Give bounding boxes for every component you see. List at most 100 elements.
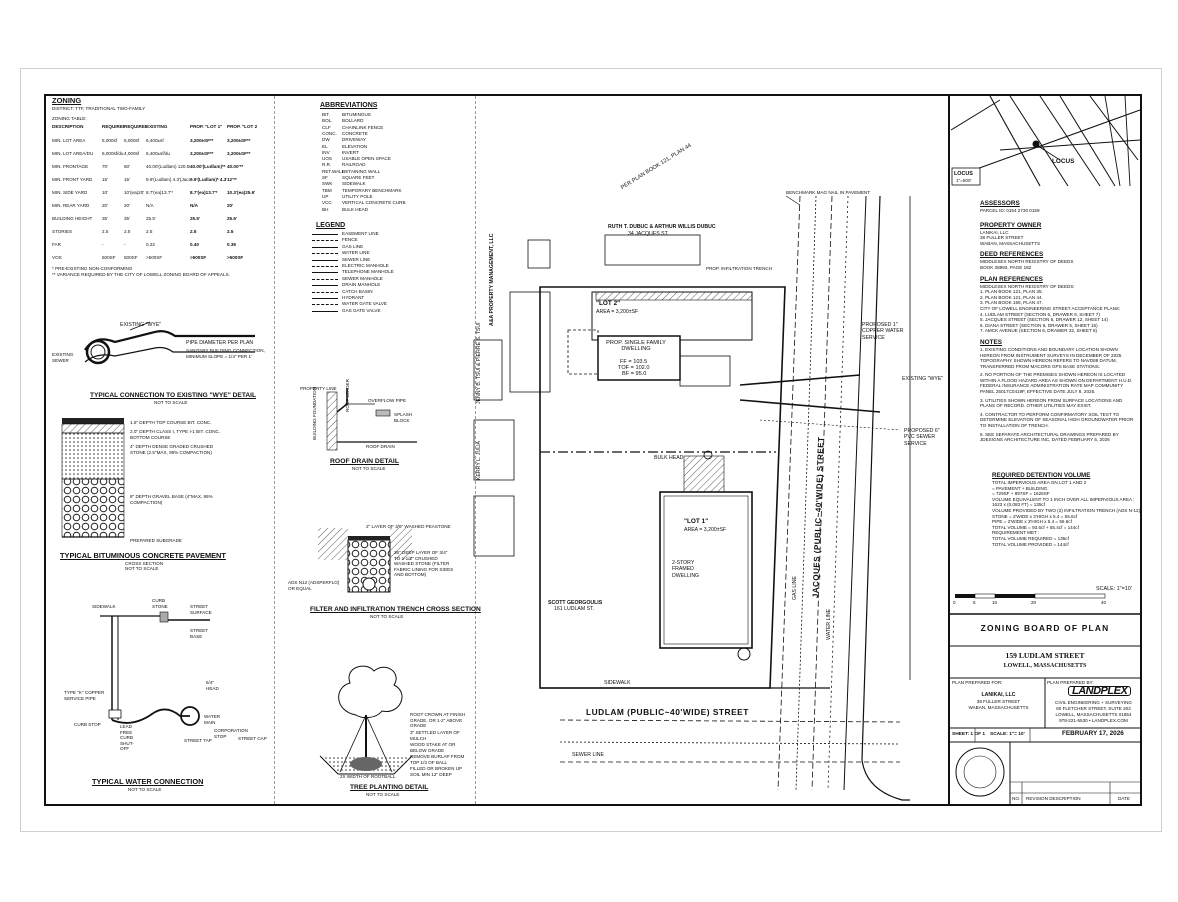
zoning-cell: MIN. REAR YARD	[52, 203, 90, 208]
scale-bar-label: SCALE: 1"=10'	[1096, 586, 1132, 592]
scale-tick-20: 20	[1031, 600, 1037, 605]
address-line-2: LOWELL, MASSACHUSETTS	[1003, 663, 1087, 669]
zoning-cell: 2.5	[102, 229, 109, 234]
proposed-water-label: PROPOSED 1" COPPER WATER SERVICE	[862, 322, 904, 341]
detention-line: TOTAL VOLUME PROVIDED = 144cf	[992, 541, 1069, 547]
sheet-scale: SCALE: 1"= 10'	[990, 732, 1025, 737]
plan-ref-line: MIDDLESEX NORTH REGISTRY OF DEEDS:	[980, 283, 1075, 289]
abbr-code: INV	[322, 149, 330, 155]
detention-line: TOTAL VOLUME = 93.6cf + 55.4cf = 144cf	[992, 524, 1079, 530]
abbr-code: R.R.	[322, 162, 332, 168]
zoning-cell: 10.3'(ea)25.6'	[227, 190, 256, 195]
roof-scale: NOT TO SCALE	[352, 466, 386, 471]
zoning-cell: FAR	[52, 242, 61, 247]
tree-label-root: ROOT CROWN AT FINISH GRADE, OR 1-2" ABOV…	[410, 712, 466, 729]
abbr-code: TBM	[322, 187, 332, 193]
zoning-cell: 20'	[102, 203, 108, 208]
legend-item: SEWER LINE	[342, 256, 371, 262]
plan-ref-line: 5. JACQUES STREET (SECTION 6, DRAWER 12,…	[980, 317, 1109, 323]
legend-line-symbol	[312, 310, 338, 312]
tree-label-soil: FILLED OR BROKEN UP SOIL MIN 12" DEEP	[410, 766, 462, 777]
water-label-shutoff: LEAD FREE CURB SHUT-OFF	[120, 724, 134, 752]
abbr-meaning: CONCRETE	[342, 130, 368, 136]
zoning-cell: 6,000sf	[124, 138, 140, 143]
abbr-meaning: TEMPORARY BENCHMARK	[342, 187, 402, 193]
zoning-cell: MIN. FRONTAGE	[52, 164, 89, 169]
pavement-note-4: 8" DEPTH GRAVEL BASE (4"MAX, 95% COMPACT…	[130, 494, 213, 505]
roof-label-foundation: BUILDING FOUNDATION	[312, 386, 317, 440]
legend-item: ELECTRIC MANHOLE	[342, 263, 389, 268]
zoning-cell: 20'	[124, 203, 130, 208]
abbr-code: DW	[322, 137, 330, 143]
pavement-title: TYPICAL BITUMINOUS CONCRETE PAVEMENT	[60, 551, 226, 560]
zoning-cell: 4,000sf	[124, 151, 140, 156]
zoning-cell: 6,000sf	[102, 138, 118, 143]
trench-label: PROP. INFILTRATION TRENCH	[706, 266, 773, 271]
roof-label-property-line: PROPERTY LINE	[300, 386, 337, 391]
prepared-for-2: 38 FULLER STREET	[976, 699, 1021, 704]
tree-scale: NOT TO SCALE	[366, 792, 400, 797]
abbreviations-title: ABBREVIATIONS	[320, 102, 378, 109]
wye-sanitary-label: SANITARY BUILDING CONNECTION, MINIMUM SL…	[186, 348, 265, 359]
water-label-sidewalk: SIDEWALK	[92, 604, 116, 609]
firm-line-2: 60 FLETCHER STREET, SUITE 202	[1056, 706, 1131, 711]
zoning-cell: 3,200±SF**	[227, 138, 251, 143]
address-line-1: 159 LUDLAM STREET	[1005, 651, 1085, 660]
locus-corner-label: LOCUS	[954, 171, 973, 177]
plan-ref-line: 2. PLAN BOOK 121, PLAN 44.	[980, 294, 1043, 300]
bulkhead-label: BULK HEAD	[654, 455, 684, 461]
revision-desc-header: REVISION DESCRIPTION	[1026, 796, 1081, 801]
column-divider	[274, 96, 275, 804]
water-label-street-base: STREET BASE	[190, 628, 209, 639]
board-title: ZONING BOARD OF PLAN	[980, 623, 1110, 633]
ludlam-street-label: LUDLAM (PUBLIC~40'WIDE) STREET	[586, 707, 749, 717]
zoning-cell: >500SF	[227, 255, 244, 260]
zoning-cell: 60'	[124, 164, 130, 169]
zoning-cell: 500SF	[124, 255, 138, 260]
locus-scale: 1"=500'	[956, 178, 972, 183]
zoning-cell: 6,400±sf/du	[146, 151, 170, 156]
scale-tick-40: 40	[1101, 600, 1107, 605]
legend-line-symbol	[312, 298, 338, 299]
legend-item: SEWER MANHOLE	[342, 275, 383, 281]
legend-item: EASEMENT LINE	[342, 231, 379, 236]
detention-line: TOTAL IMPERVIOUS AREA ON LOT 1 AND 2	[992, 480, 1087, 485]
legend-line-symbol	[312, 291, 338, 293]
zoning-cell: 6,000sf/du	[102, 151, 124, 156]
zoning-cell: 0.40	[190, 242, 199, 247]
water-scale: NOT TO SCALE	[128, 787, 162, 792]
zoning-cell: 10'(ea)20'	[124, 190, 145, 195]
zoning-cell: 10'	[102, 190, 108, 195]
detention-line: PIPE = 2'WIDE x 3'HIGH x 5.4 = 55.6cf	[992, 519, 1072, 525]
owner-title: PROPERTY OWNER	[980, 221, 1042, 229]
zoning-cell: 500SF	[102, 255, 116, 260]
sheet-number: SHEET: 1 OF 1	[952, 732, 986, 737]
water-label-head: 5/4" HEAD	[206, 680, 219, 691]
zoning-cell: 2.5	[124, 229, 131, 234]
wye-pipe-label: PIPE DIAMETER PER PLAN	[186, 340, 254, 346]
detention-line: TOTAL VOLUME REQUIRED = 135cf	[992, 535, 1069, 541]
legend-item: TELEPHONE MANHOLE	[342, 269, 394, 275]
abbr-code: UOS	[322, 156, 332, 162]
scale-tick-5: 5	[973, 600, 976, 605]
gas-line-label: GAS LINE	[792, 576, 798, 600]
zoning-cell: 8.7'(ea)13.7'*	[146, 190, 174, 195]
notes-title: NOTES	[980, 338, 1003, 346]
lot2-area: AREA = 3,200±SF	[596, 309, 639, 315]
drawing-frame	[44, 94, 1142, 806]
legend-item: DRAIN MANHOLE	[342, 282, 381, 288]
pavement-note-5: PREPARED SUBGRADE	[130, 538, 182, 543]
abbr-code: BH	[322, 206, 329, 212]
scale-tick-10: 10	[992, 600, 998, 605]
legend-line-symbol	[312, 272, 338, 274]
water-title: TYPICAL WATER CONNECTION	[92, 777, 204, 786]
legend-item: WATER LINE	[342, 250, 370, 256]
roof-label-overflow: OVERFLOW PIPE	[368, 398, 407, 403]
plan-ref-line: CITY OF LOWELL ENGINEERING STREET ACCEPT…	[980, 305, 1121, 311]
zoning-cell: >500SF	[190, 255, 207, 260]
pavement-scale-2: NOT TO SCALE	[125, 566, 159, 571]
firm-line-4: 978-221-5530 • LANDPLEX.COM	[1059, 718, 1128, 723]
